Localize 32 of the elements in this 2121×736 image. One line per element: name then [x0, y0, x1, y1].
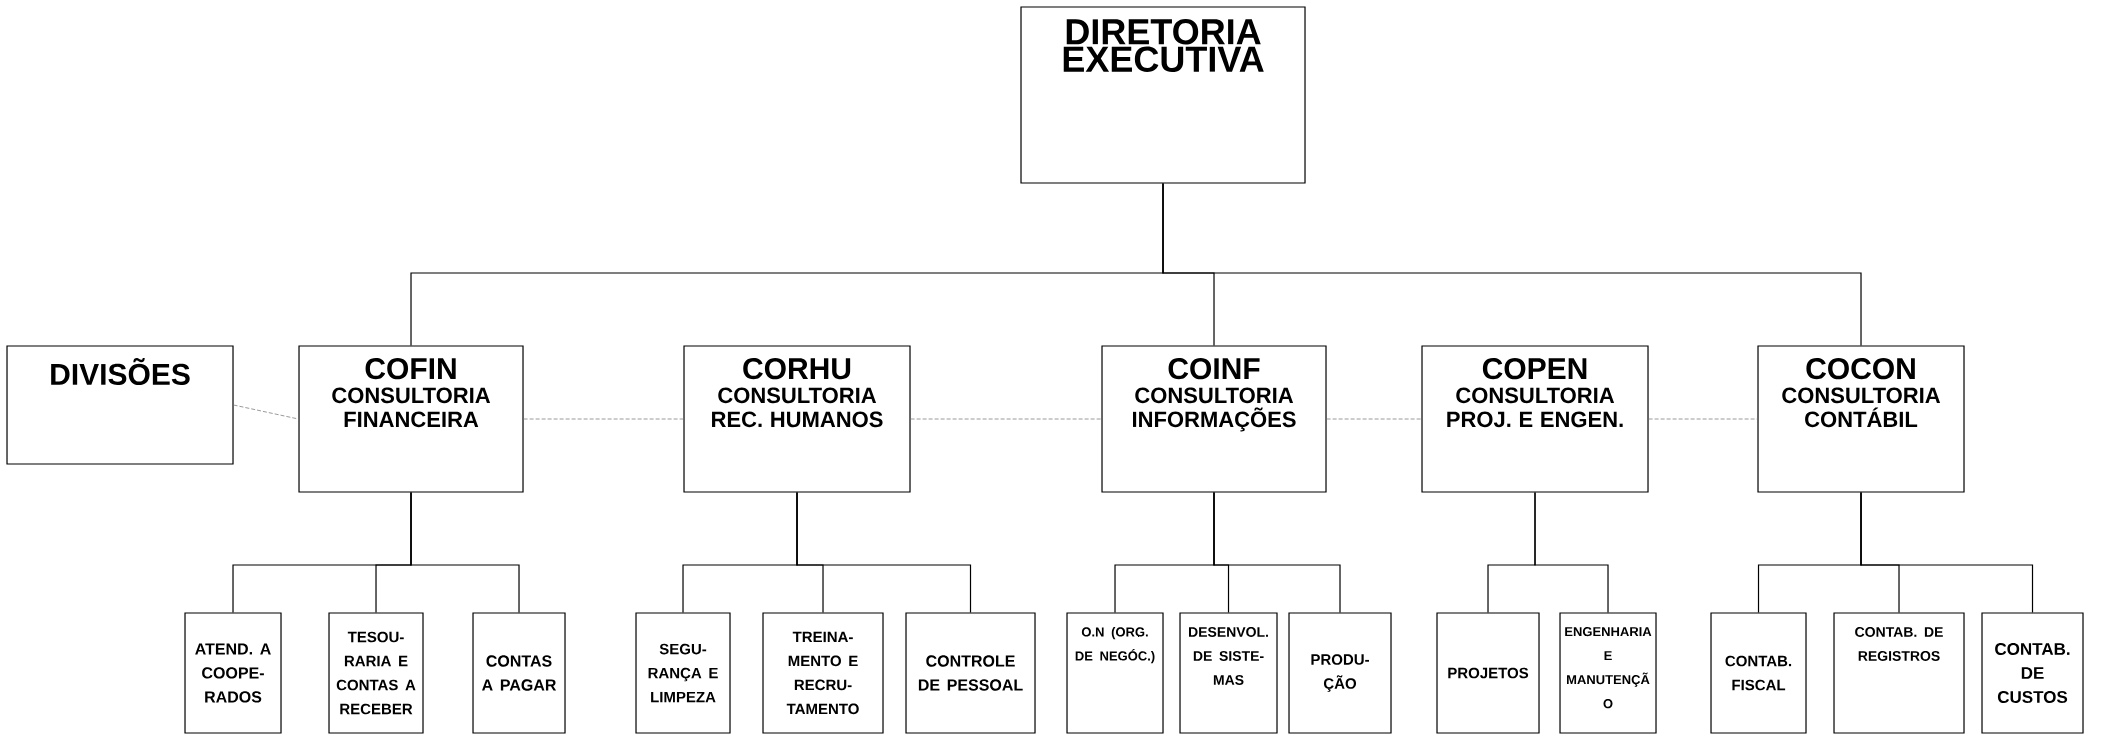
connector-line: [1534, 492, 1609, 613]
connector-line: [233, 404, 299, 420]
department-box: COINF CONSULTORIA INFORMAÇÕES: [1101, 345, 1327, 493]
section-box: ATEND. A COOPE- RADOS: [184, 612, 282, 734]
section-box: PROJETOS: [1436, 612, 1540, 734]
section-box: O.N (ORG. DE NEGÓC.): [1066, 612, 1164, 734]
section-box: CONTAS A PAGAR: [472, 612, 566, 734]
section-box: PRODU- ÇÃO: [1288, 612, 1392, 734]
section-box: CONTAB. FISCAL: [1710, 612, 1807, 734]
connector-line: [1326, 418, 1422, 420]
department-box: COFIN CONSULTORIA FINANCEIRA: [298, 345, 524, 493]
connector-line: [1648, 418, 1758, 420]
connector-line: [1860, 492, 2034, 613]
section-box: DESENVOL. DE SISTE- MAS: [1179, 612, 1278, 734]
section-box: TREINA- MENTO E RECRU- TAMENTO: [762, 612, 884, 734]
department-box: COPEN CONSULTORIA PROJ. E ENGEN.: [1421, 345, 1649, 493]
connector-line: [1162, 183, 1862, 346]
section-box: TESOU- RARIA E CONTAS A RECEBER: [328, 612, 424, 734]
section-box: SEGU- RANÇA E LIMPEZA: [635, 612, 731, 734]
section-box: CONTROLE DE PESSOAL: [905, 612, 1036, 734]
connector-line: [523, 418, 684, 420]
connector-line: [1213, 492, 1341, 613]
director-box: DIRETORIA EXECUTIVA: [1020, 6, 1306, 184]
section-box: CONTAB. DE REGISTROS: [1833, 612, 1965, 734]
section-box: ENGENHARIA E MANUTENÇÃ O: [1559, 612, 1657, 734]
department-box: COCON CONSULTORIA CONTÁBIL: [1757, 345, 1965, 493]
connector-line: [910, 418, 1102, 420]
department-box: CORHU CONSULTORIA REC. HUMANOS: [683, 345, 911, 493]
section-box: CONTAB. DE CUSTOS: [1981, 612, 2084, 734]
division-box: DIVISÕES: [6, 345, 234, 465]
connector-line: [796, 492, 972, 613]
connector-line: [410, 492, 520, 613]
